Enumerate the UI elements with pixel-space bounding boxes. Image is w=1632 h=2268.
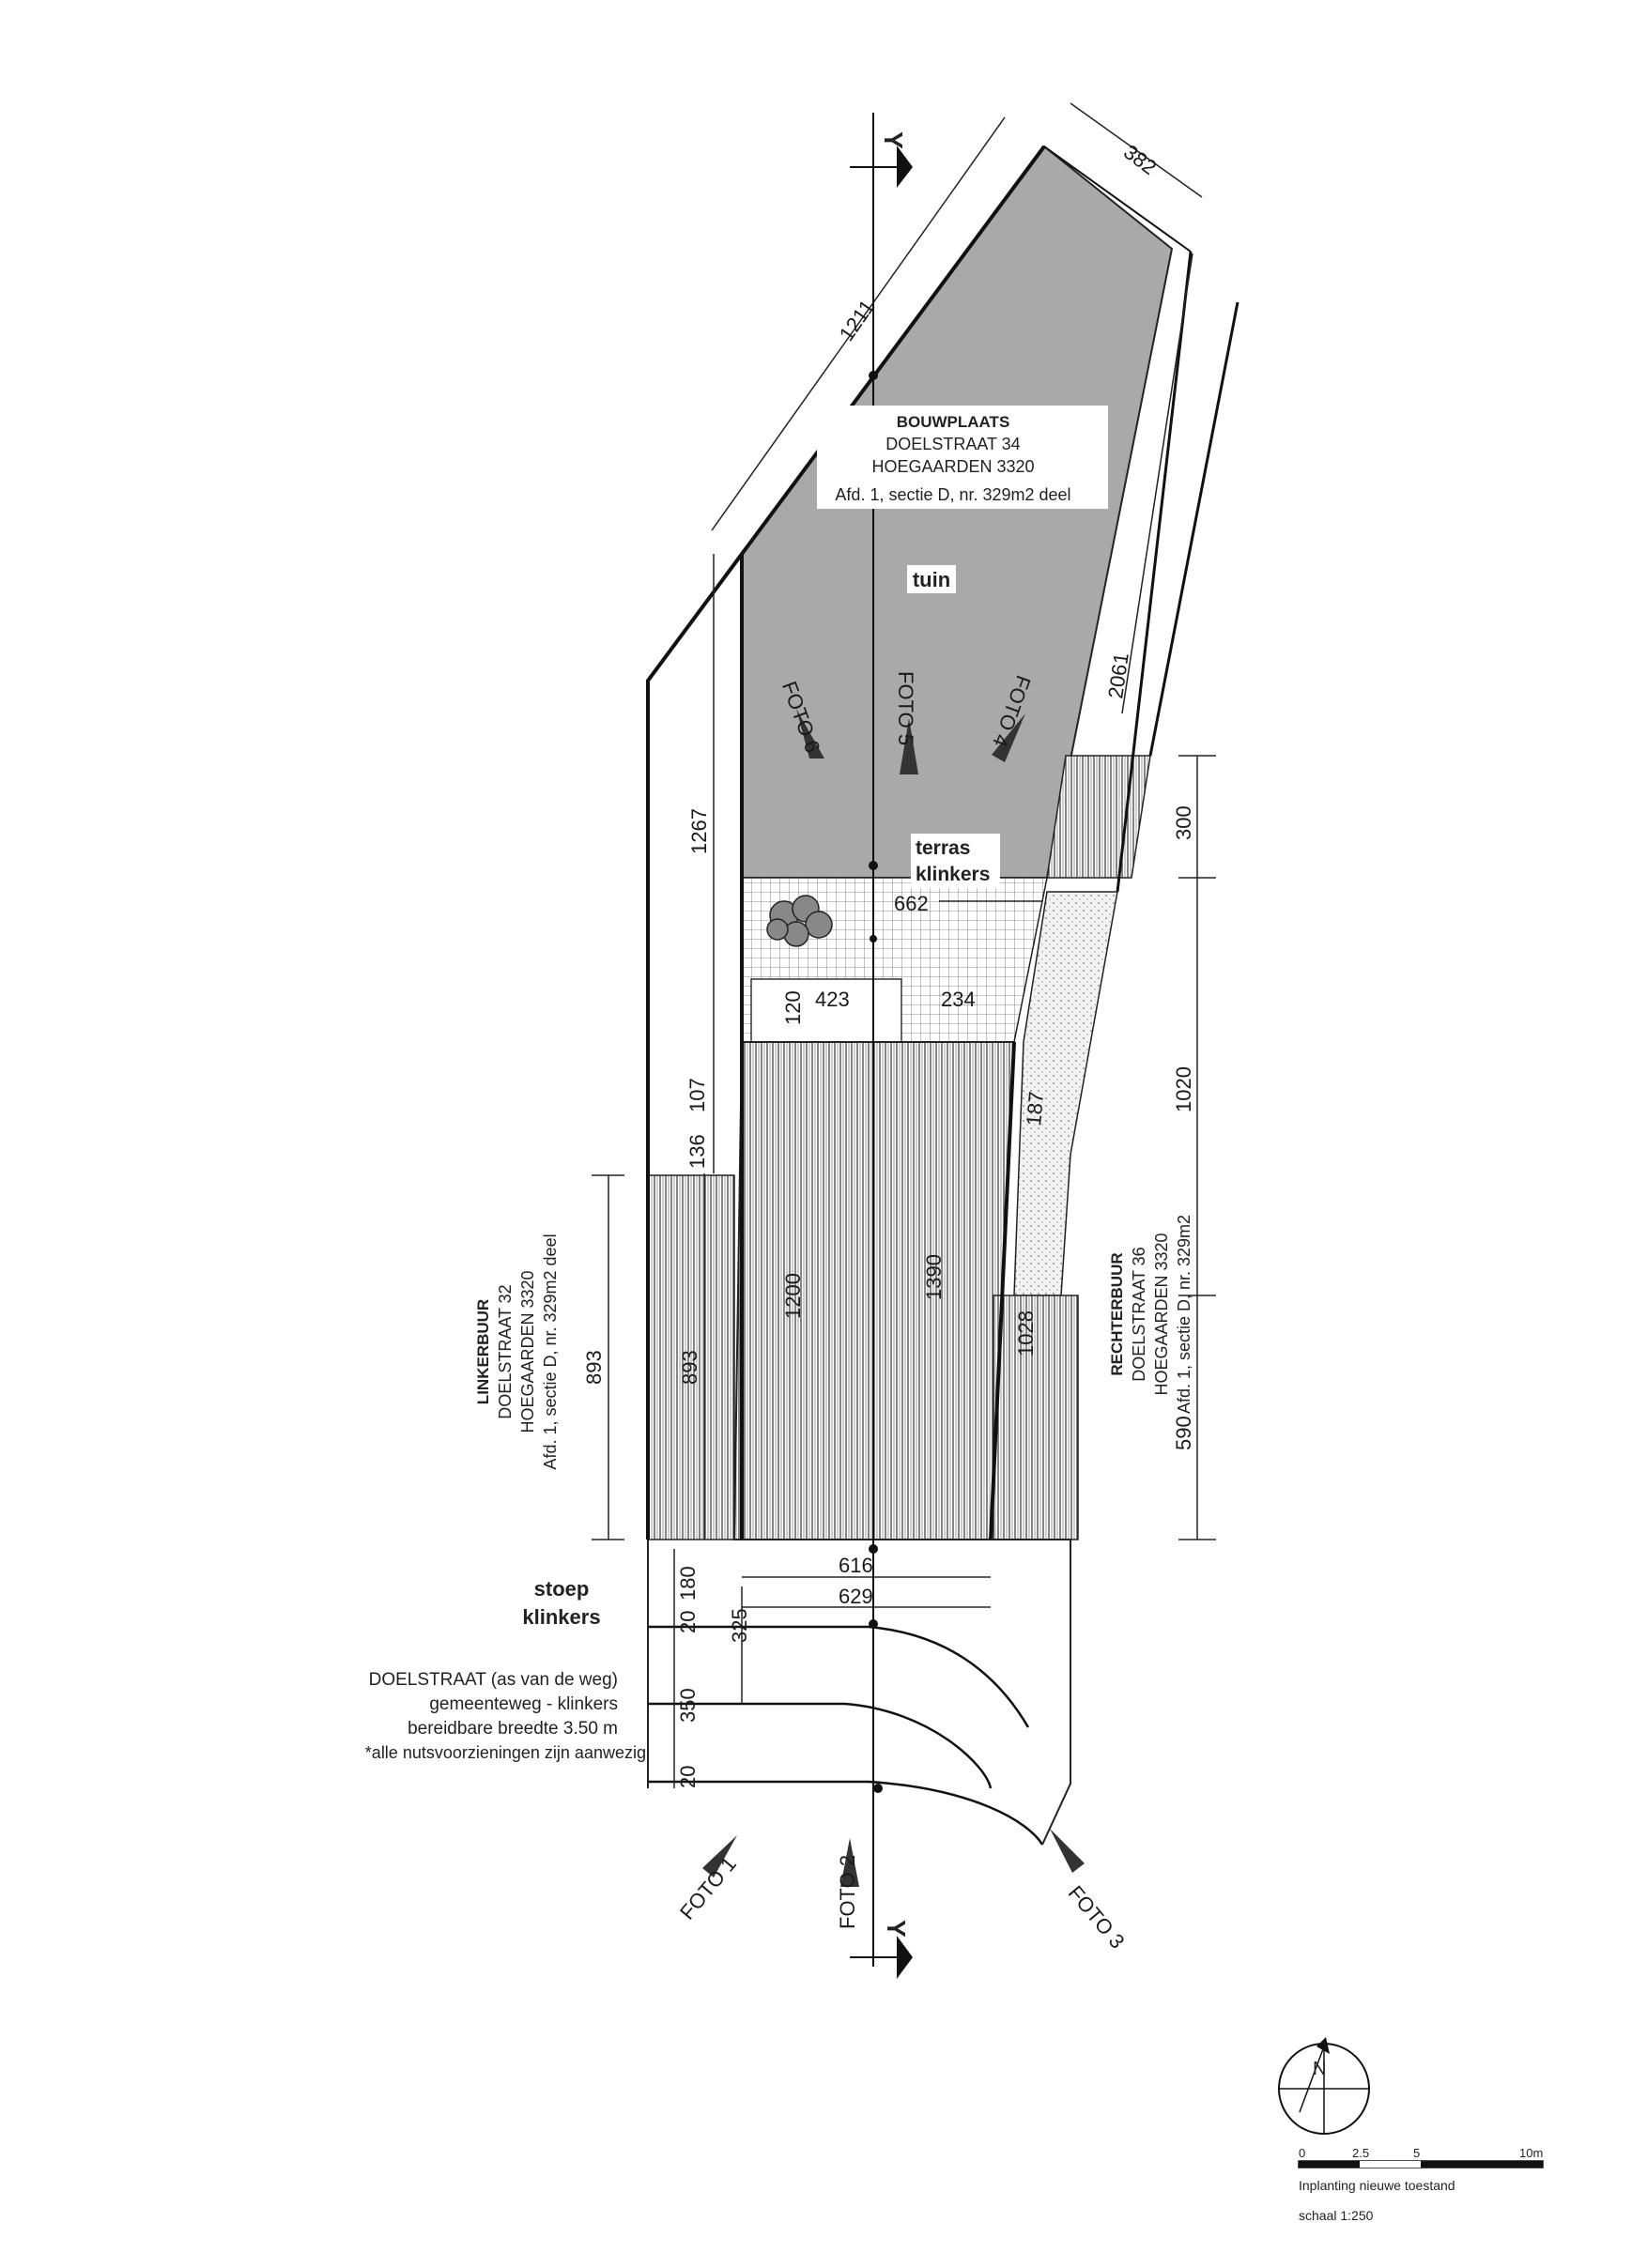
- dim-1020: 1020: [1172, 1066, 1195, 1112]
- svg-text:Afd. 1, sectie D, nr. 329m2: Afd. 1, sectie D, nr. 329m2: [1175, 1215, 1193, 1414]
- linkerbuur-label: LINKERBUUR DOELSTRAAT 32 HOEGAARDEN 3320…: [474, 1234, 560, 1469]
- dim-20-top: 20: [676, 1611, 700, 1633]
- dim-382: 382: [1119, 140, 1161, 179]
- legend-title: Inplanting nieuwe toestand: [1299, 2178, 1455, 2193]
- legend-scale: schaal 1:250: [1299, 2208, 1374, 2223]
- dim-893-inner: 893: [678, 1350, 701, 1385]
- boundary-diag-top: [1043, 146, 1192, 253]
- tuin-label: tuin: [913, 568, 950, 591]
- svg-text:RECHTERBUUR: RECHTERBUUR: [1108, 1252, 1126, 1375]
- bouwplaats-city: HOEGAARDEN 3320: [871, 457, 1034, 476]
- svg-text:DOELSTRAAT 36: DOELSTRAAT 36: [1130, 1247, 1148, 1381]
- stoep-klinkers-label: klinkers: [522, 1605, 600, 1629]
- dim-107: 107: [685, 1078, 709, 1112]
- photo-label-5: FOTO 5: [894, 671, 917, 745]
- dim-1390: 1390: [922, 1254, 946, 1300]
- svg-text:HOEGAARDEN 3320: HOEGAARDEN 3320: [518, 1270, 537, 1433]
- dim-187: 187: [1022, 1091, 1048, 1127]
- road-line-3: bereidbare breedte 3.50 m: [408, 1719, 618, 1739]
- north-arrow: [1278, 2037, 1370, 2135]
- section-arrow-bottom: [897, 1936, 913, 1979]
- svg-text:Afd. 1, sectie D, nr. 329m2 de: Afd. 1, sectie D, nr. 329m2 deel: [541, 1234, 560, 1469]
- dim-120: 120: [781, 990, 805, 1025]
- section-label-top: Y: [879, 131, 908, 149]
- dim-662: 662: [894, 892, 929, 915]
- right-neighbour-top: [1046, 755, 1151, 879]
- scale-tick-10m: 10m: [1519, 2146, 1543, 2160]
- svg-text:LINKERBUUR: LINKERBUUR: [474, 1299, 492, 1404]
- photo-arrows-street: [702, 1829, 1085, 1887]
- dim-423: 423: [815, 988, 850, 1011]
- dim-1200: 1200: [781, 1273, 805, 1319]
- parcel-boundary-right: [1116, 251, 1193, 893]
- parcel-boundary-left: [646, 145, 1046, 1540]
- dim-1028: 1028: [1014, 1310, 1038, 1356]
- scale-tick-0: 0: [1299, 2146, 1305, 2160]
- scale-bar: [1298, 2160, 1544, 2168]
- section-label-bottom: Y: [882, 1920, 911, 1938]
- dim-136: 136: [685, 1134, 709, 1169]
- dim-350: 350: [676, 1688, 700, 1723]
- section-point-4: [869, 1544, 878, 1554]
- north-label: N: [1313, 2059, 1326, 2079]
- dim-893-outer: 893: [582, 1350, 606, 1385]
- dim-616: 616: [839, 1554, 873, 1577]
- scale-tick-2.5: 2.5: [1352, 2146, 1369, 2160]
- photo-label-3: FOTO 3: [1064, 1881, 1130, 1954]
- dim-590: 590: [1172, 1416, 1195, 1450]
- section-point-1: [869, 371, 878, 380]
- boundary-right-lower: [989, 1041, 1016, 1540]
- terras-klinkers-label: klinkers: [916, 864, 990, 885]
- rechterbuur-label: RECHTERBUUR DOELSTRAAT 36 HOEGAARDEN 332…: [1108, 1215, 1193, 1414]
- left-neighbour-building: [647, 1174, 735, 1540]
- section-point-6: [873, 1784, 883, 1793]
- bouwplaats-street: DOELSTRAAT 34: [885, 435, 1020, 453]
- section-arrow-top: [897, 146, 913, 188]
- scale-tick-5: 5: [1413, 2146, 1420, 2160]
- street-road: [648, 1625, 1044, 1846]
- terras-label: terras: [916, 837, 970, 859]
- photo-label-2: FOTO 2: [836, 1855, 859, 1929]
- shrub-icon: [766, 895, 833, 947]
- svg-text:DOELSTRAAT 32: DOELSTRAAT 32: [496, 1284, 515, 1418]
- dim-629: 629: [839, 1585, 873, 1608]
- terrace-inner-rect: [750, 978, 902, 1043]
- bouwplaats-parcel: Afd. 1, sectie D, nr. 329m2 deel: [835, 485, 1070, 504]
- section-point-3: [870, 935, 877, 942]
- road-line-1: DOELSTRAAT (as van de weg): [369, 1670, 618, 1690]
- photo-arrows-garden: [796, 709, 1025, 774]
- svg-text:HOEGAARDEN 3320: HOEGAARDEN 3320: [1152, 1233, 1171, 1395]
- stoep-label: stoep: [534, 1577, 590, 1601]
- street-boundary-right: [991, 1539, 1071, 1846]
- dim-20-bottom: 20: [676, 1766, 700, 1788]
- dimension-lines: [592, 102, 1216, 1608]
- road-line-2: gemeenteweg - klinkers: [429, 1694, 618, 1714]
- neighbour-line-right: [1148, 301, 1239, 757]
- dim-2061: 2061: [1103, 651, 1133, 700]
- dim-1267: 1267: [687, 808, 711, 854]
- bouwplaats-label-box: [817, 406, 1108, 509]
- bouwplaats-title: BOUWPLAATS: [897, 413, 1010, 431]
- dim-234: 234: [941, 988, 976, 1011]
- dim-325: 325: [728, 1608, 751, 1643]
- dim-180: 180: [676, 1566, 700, 1601]
- road-line-4: *alle nutsvoorzieningen zijn aanwezig: [365, 1743, 646, 1762]
- dim-300: 300: [1172, 805, 1195, 840]
- section-point-2: [869, 861, 878, 870]
